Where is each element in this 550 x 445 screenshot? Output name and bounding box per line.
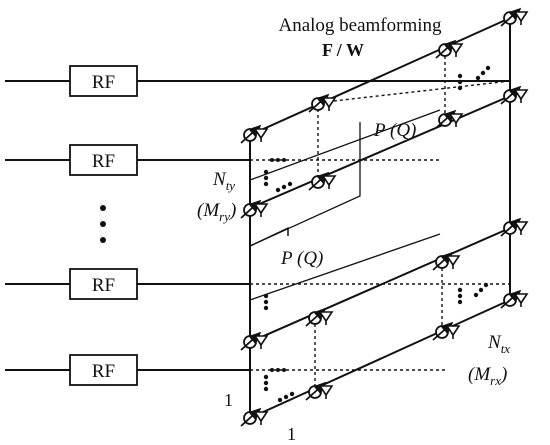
element-bot-edge-1 (241, 333, 268, 350)
rf-ellipsis-dots (100, 205, 106, 243)
rf-label-4: RF (92, 361, 115, 382)
element-top-mid-1 (436, 41, 463, 58)
label-pq-upper: P (Q) (373, 120, 416, 141)
svg-text:Ntx: Ntx (487, 332, 510, 356)
rf-feed-lines (5, 80, 510, 371)
index-label-bottom: 1 (287, 424, 296, 444)
element-bot-near-2 (306, 383, 333, 400)
label-nty: Nty (Mry) (197, 169, 236, 224)
element-bot-mid-1 (433, 253, 460, 270)
array-frame (249, 17, 511, 419)
rf-label-1: RF (92, 72, 115, 93)
element-top-far-2 (501, 87, 528, 104)
pq-brackets (249, 122, 361, 247)
element-bot-near-1 (306, 309, 333, 326)
element-top-far-1 (501, 9, 528, 26)
element-top-near-1 (309, 95, 336, 112)
element-top-edge-1 (241, 126, 268, 143)
svg-text:(Mry): (Mry) (197, 200, 236, 224)
element-bot-edge-2 (241, 409, 268, 426)
diagram-title-bold: F / W (322, 40, 364, 60)
svg-text:(Mrx): (Mrx) (468, 364, 507, 388)
element-top-near-2 (309, 173, 336, 190)
rf-box-3: RF (69, 268, 138, 300)
rf-label-2: RF (92, 151, 115, 172)
element-bot-far-2 (501, 291, 528, 308)
label-pq-lower: P (Q) (280, 248, 323, 269)
element-top-mid-2 (436, 111, 463, 128)
rf-box-4: RF (69, 354, 138, 386)
element-bot-mid-2 (433, 323, 460, 340)
rf-box-2: RF (69, 144, 138, 176)
svg-text:Nty: Nty (212, 169, 235, 193)
label-ntx: Ntx (Mrx) (468, 332, 510, 388)
rf-box-1: RF (69, 65, 138, 97)
element-bot-far-1 (501, 219, 528, 236)
diagram-title: Analog beamforming (278, 15, 442, 36)
rf-label-3: RF (92, 275, 115, 296)
inner-dots (263, 65, 491, 403)
index-label-left: 1 (224, 390, 233, 410)
array-dashed-lines (249, 50, 511, 390)
element-top-edge-2 (241, 201, 268, 218)
